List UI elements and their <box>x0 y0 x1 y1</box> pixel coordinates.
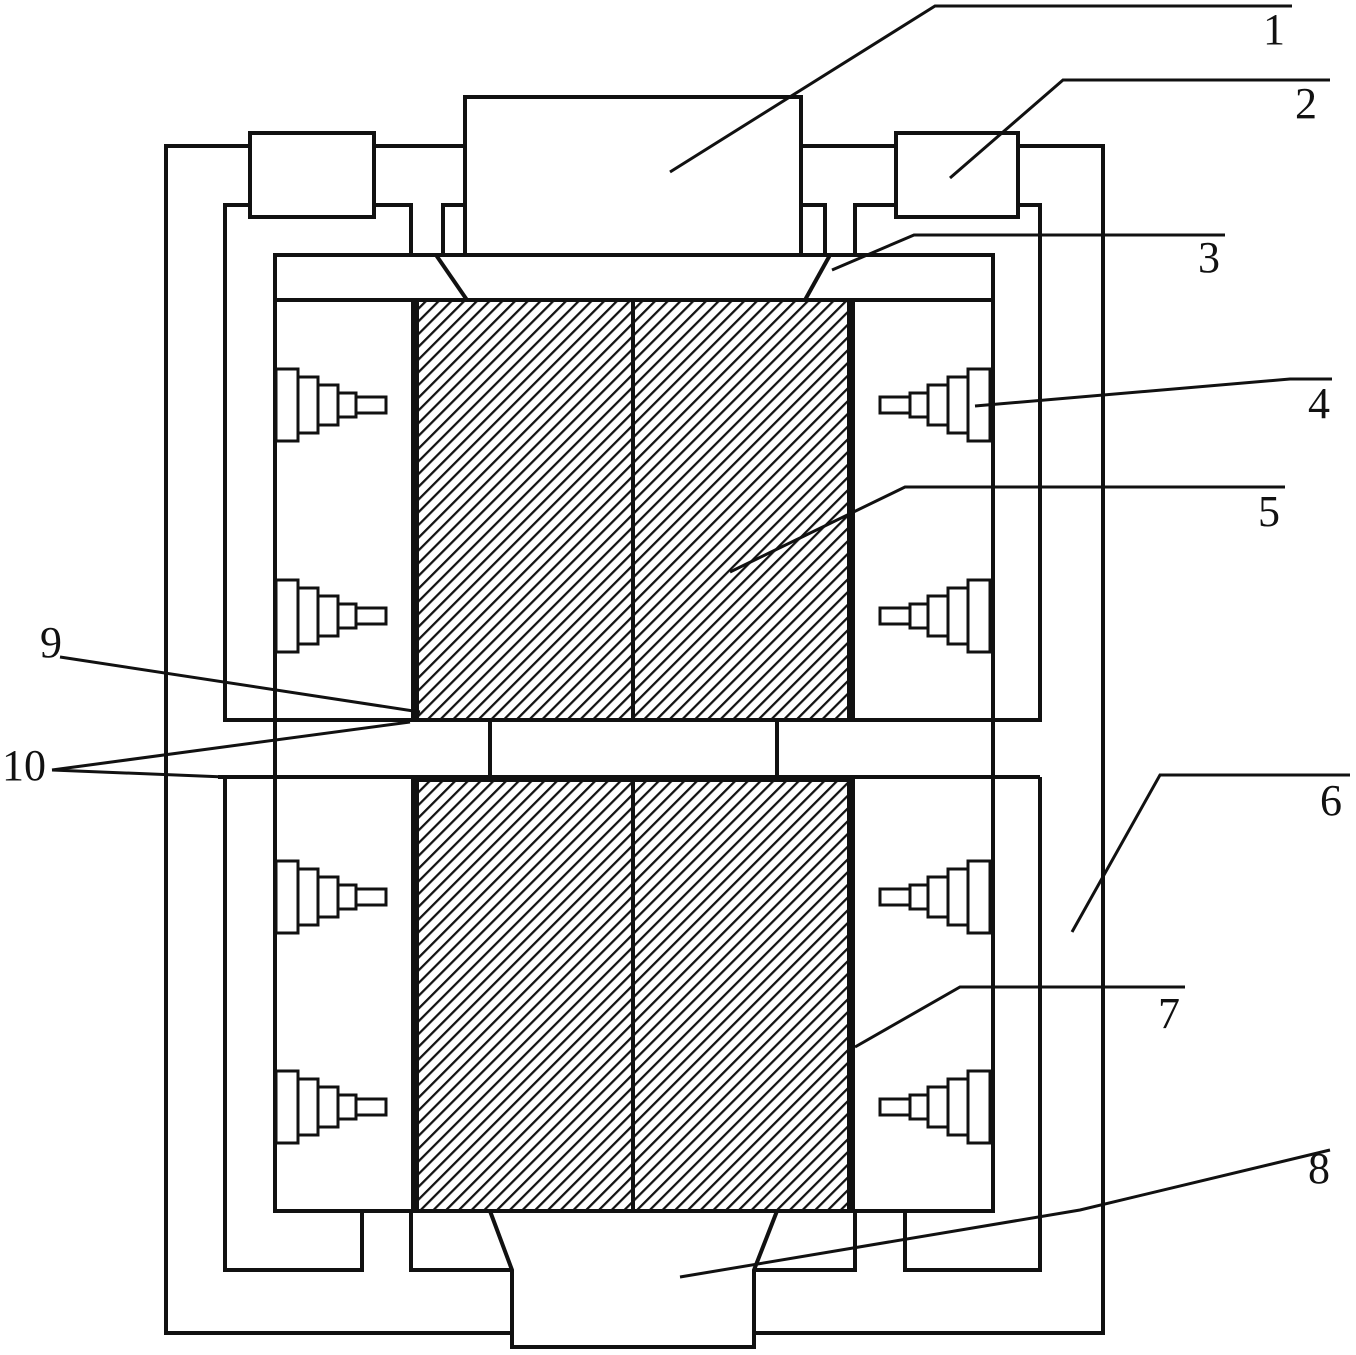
nozzle-right-2 <box>878 578 992 654</box>
nozzle-left-2 <box>274 578 388 654</box>
leader-7 <box>854 985 1185 1049</box>
nozzle-right-1 <box>878 367 992 443</box>
leader-lines <box>51 4 1350 1279</box>
lower-material-right <box>631 778 855 1213</box>
label-10: 10 <box>2 741 46 790</box>
nozzle-left-3 <box>274 859 388 935</box>
leader-1 <box>669 4 1292 174</box>
nozzle-left-1 <box>274 367 388 443</box>
upper-material-right <box>631 298 855 722</box>
label-8: 8 <box>1308 1144 1330 1193</box>
inner-pipe-frame <box>223 203 1042 722</box>
lower-material-left <box>411 778 635 1213</box>
leader-6 <box>1070 773 1350 933</box>
label-3: 3 <box>1198 233 1220 282</box>
leader-9 <box>59 655 421 714</box>
leader-8 <box>679 1148 1331 1279</box>
label-9: 9 <box>40 618 62 667</box>
label-4: 4 <box>1308 379 1330 428</box>
right-pump-box <box>894 131 1020 219</box>
leader-3 <box>831 233 1225 272</box>
middle-connector <box>218 718 1040 782</box>
label-6: 6 <box>1320 776 1342 825</box>
upper-hopper <box>434 253 469 302</box>
outer-frame <box>164 144 1105 1335</box>
part-labels: 1 2 3 4 5 6 7 8 9 10 <box>2 5 1342 1193</box>
label-5: 5 <box>1258 487 1280 536</box>
leader-10a <box>51 720 411 772</box>
leader-4 <box>974 377 1332 408</box>
nozzle-right-4 <box>878 1069 992 1145</box>
nozzle-left-4 <box>274 1069 388 1145</box>
label-1: 1 <box>1263 5 1285 54</box>
left-pump-box <box>248 131 376 219</box>
outlet-funnel <box>488 1210 779 1349</box>
label-2: 2 <box>1295 79 1317 128</box>
nozzle-right-3 <box>878 859 992 935</box>
label-7: 7 <box>1158 989 1180 1038</box>
leader-5 <box>729 485 1285 574</box>
upper-material-left <box>411 298 635 722</box>
leader-2 <box>949 78 1330 180</box>
leader-10b <box>51 768 226 779</box>
